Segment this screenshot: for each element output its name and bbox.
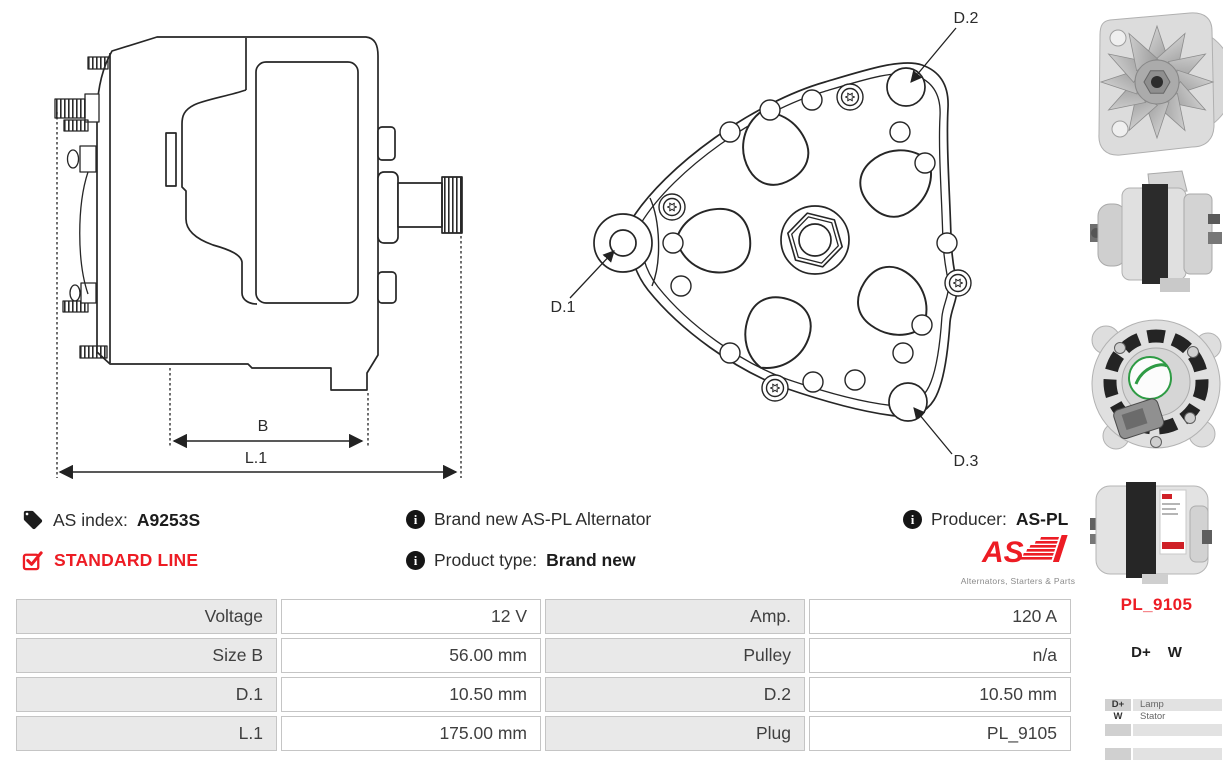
standard-line-label: STANDARD LINE xyxy=(54,550,199,570)
spec-label: D.1 xyxy=(16,677,277,712)
spec-value: 120 A xyxy=(809,599,1071,634)
side-view-drawing xyxy=(54,36,463,480)
as-pl-logo-tagline: Alternators, Starters & Parts xyxy=(960,576,1076,586)
plug-pin-table: D+ Lamp W Stator xyxy=(1105,699,1222,761)
product-type-row: i Product type: Brand new xyxy=(406,550,636,571)
product-photo-front xyxy=(1090,5,1223,163)
producer-value: AS-PL xyxy=(1015,509,1069,529)
plug-code: PL_9105 xyxy=(1120,595,1193,614)
as-pl-logo-text: AS xyxy=(981,536,1024,569)
spec-label: L.1 xyxy=(16,716,277,751)
plug-pins: D+ W xyxy=(1090,644,1223,661)
pin-name xyxy=(1105,748,1131,761)
spec-value: 10.50 mm xyxy=(809,677,1071,712)
dim-l1-label: L.1 xyxy=(244,450,268,467)
pin-name xyxy=(1105,723,1131,736)
pin-desc xyxy=(1133,723,1222,736)
brand-new-row: i Brand new AS-PL Alternator xyxy=(406,509,651,530)
as-pl-logo: AS Alternators, Starters & Parts xyxy=(957,534,1079,586)
info-icon: i xyxy=(903,510,922,529)
brand-new-text: Brand new AS-PL Alternator xyxy=(434,509,652,529)
spec-label: Voltage xyxy=(16,599,277,634)
plug-pin-w: W xyxy=(1167,644,1182,661)
producer-label: Producer: xyxy=(931,509,1007,529)
info-icon: i xyxy=(406,510,425,529)
plug-pin-dplus: D+ xyxy=(1131,644,1151,661)
spec-label: Size B xyxy=(16,638,277,673)
info-icon: i xyxy=(406,551,425,570)
spec-label: Plug xyxy=(545,716,805,751)
as-index-value: A9253S xyxy=(136,509,201,530)
rear-view-drawing xyxy=(569,27,972,455)
dim-d2-label: D.2 xyxy=(953,10,979,27)
spec-value: 175.00 mm xyxy=(281,716,541,751)
as-index-row: AS index: A9253S xyxy=(22,509,200,531)
spec-value: 12 V xyxy=(281,599,541,634)
spec-value: n/a xyxy=(809,638,1071,673)
dim-b-label: B xyxy=(257,418,269,435)
pin-table-row xyxy=(1105,736,1222,748)
product-type-label: Product type: xyxy=(434,550,538,570)
pin-table-row: D+ Lamp xyxy=(1105,699,1222,712)
product-photo-side xyxy=(1090,166,1223,302)
standard-line-row: STANDARD LINE xyxy=(22,550,198,571)
product-photo-rear xyxy=(1090,308,1223,460)
pin-table-row xyxy=(1105,748,1222,761)
pin-desc xyxy=(1133,736,1222,748)
dim-d1-label: D.1 xyxy=(550,299,576,316)
spec-label: Pulley xyxy=(545,638,805,673)
as-index-label: AS index: xyxy=(53,509,128,530)
producer-row: i Producer: AS-PL xyxy=(903,509,1068,530)
spec-table: Voltage 12 V Amp. 120 A Size B 56.00 mm … xyxy=(16,599,1071,751)
dim-d3-label: D.3 xyxy=(953,453,979,470)
spec-value: 10.50 mm xyxy=(281,677,541,712)
as-pl-logo-mark: AS xyxy=(981,535,1068,569)
spec-label: Amp. xyxy=(545,599,805,634)
pin-name: D+ xyxy=(1105,699,1131,712)
pin-desc: Lamp xyxy=(1133,699,1222,712)
spec-value: 56.00 mm xyxy=(281,638,541,673)
product-type-value: Brand new xyxy=(546,550,636,570)
product-photo-side-label xyxy=(1090,470,1223,588)
pin-name xyxy=(1105,736,1131,748)
spec-value: PL_9105 xyxy=(809,716,1071,751)
pin-table-row: W Stator xyxy=(1105,711,1222,723)
pin-desc xyxy=(1133,748,1222,761)
pin-desc: Stator xyxy=(1140,711,1166,723)
spec-label: D.2 xyxy=(545,677,805,712)
tag-icon xyxy=(23,510,43,530)
pin-table-row xyxy=(1105,723,1222,736)
checkbox-checked-icon xyxy=(22,551,43,571)
pin-name: W xyxy=(1113,711,1123,723)
